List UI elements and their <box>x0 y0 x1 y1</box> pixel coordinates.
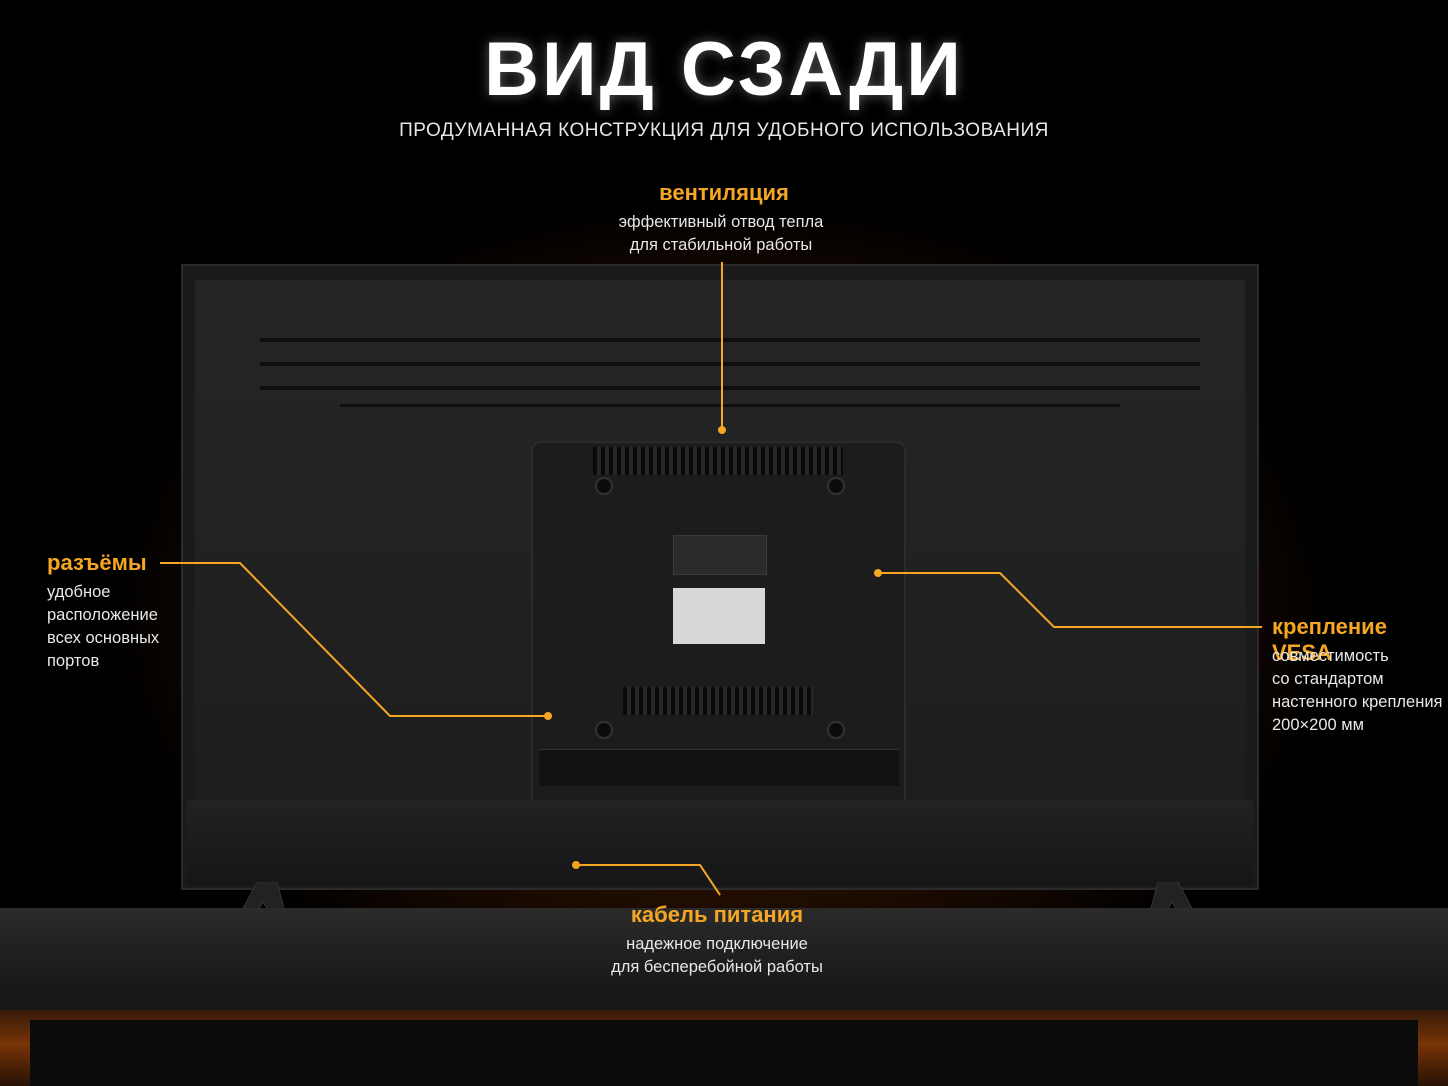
ventilation-anchor-dot <box>718 426 726 434</box>
page-subtitle: ПРОДУМАННАЯ КОНСТРУКЦИЯ ДЛЯ УДОБНОГО ИСП… <box>399 120 1049 141</box>
vent-slot <box>260 362 1200 366</box>
product-sticker <box>673 588 765 644</box>
connectors-title: разъёмы <box>47 550 147 575</box>
vesa-text-3: настенного крепления <box>1272 693 1443 711</box>
connectors-text-4: портов <box>47 652 100 670</box>
vesa-text-1: совместимость <box>1272 647 1389 665</box>
vesa-screw <box>595 477 613 495</box>
panel-vent-top <box>593 447 843 475</box>
power-text-2: для бесперебойной работы <box>611 958 823 976</box>
vesa-anchor-dot <box>874 569 882 577</box>
vent-slot <box>260 386 1200 390</box>
vent-slot <box>340 404 1120 407</box>
ventilation-title: вентиляция <box>659 180 789 205</box>
connectors-text-2: расположение <box>47 606 158 624</box>
vesa-screw <box>827 721 845 739</box>
tv-bottom-frame <box>187 800 1253 886</box>
vesa-mount-panel <box>531 441 906 819</box>
connectors-text-1: удобное <box>47 583 111 601</box>
connectors-leader-line <box>160 562 548 717</box>
panel-vent-bottom <box>623 687 813 715</box>
vent-slot <box>260 338 1200 342</box>
vesa-screw <box>595 721 613 739</box>
port-strip <box>539 749 899 786</box>
rating-plate <box>673 535 767 575</box>
table-front <box>30 1020 1418 1086</box>
page-title: ВИД СЗАДИ <box>484 27 964 112</box>
ventilation-text-2: для стабильной работы <box>629 236 813 254</box>
connectors-text-3: всех основных <box>47 629 160 647</box>
vesa-leader-line <box>878 572 1262 628</box>
tv-rear-illustration <box>181 264 1259 890</box>
power-leader-line <box>576 864 721 896</box>
power-text-1: надежное подключение <box>626 935 808 953</box>
ventilation-text-1: эффективный отвод тепла <box>618 213 824 231</box>
power-title: кабель питания <box>630 902 804 927</box>
vesa-text-2: со стандартом <box>1272 670 1384 688</box>
power-anchor-dot <box>572 861 580 869</box>
connectors-anchor-dot <box>544 712 552 720</box>
vesa-screw <box>827 477 845 495</box>
vesa-text-4: 200×200 мм <box>1272 716 1364 734</box>
vesa-title: крепление VESA <box>1272 614 1387 665</box>
